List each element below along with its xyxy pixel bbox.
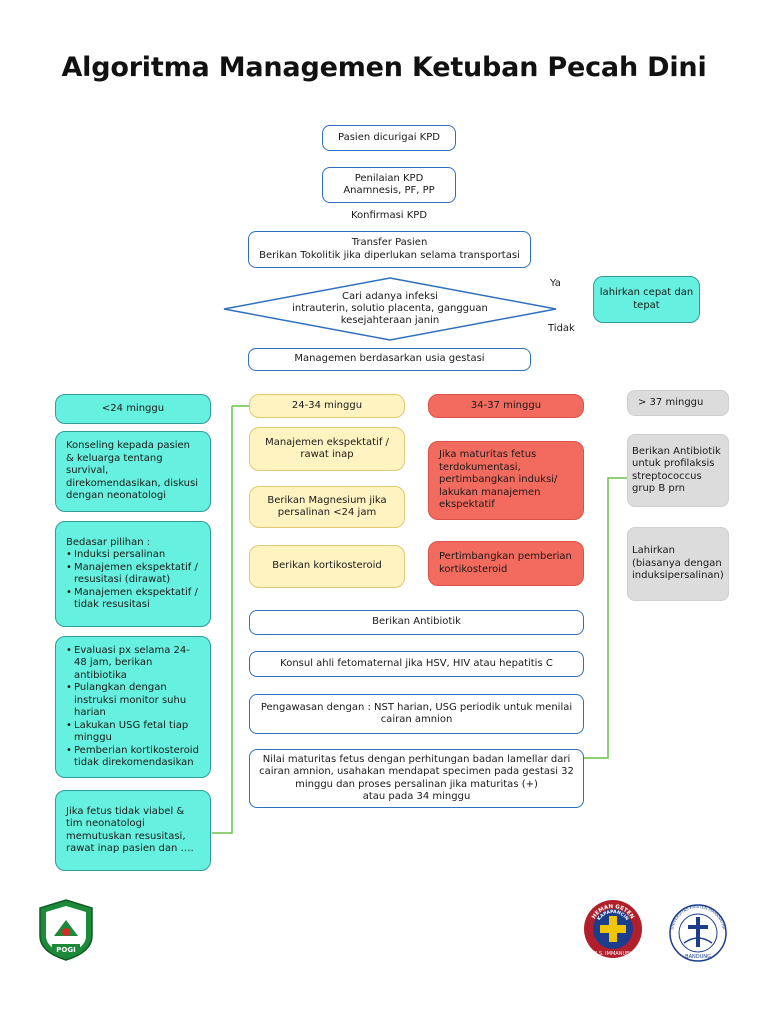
decision-line: intrauterin, solutio placenta, gangguan bbox=[292, 303, 488, 314]
decision-text: Cari adanya infeksi intrauterin, solutio… bbox=[262, 286, 518, 332]
node-text: Konsul ahli fetomaternal jika HSV, HIV a… bbox=[280, 657, 553, 669]
node-evaluasi: Evaluasi px selama 24-48 jam, berikan an… bbox=[55, 636, 211, 778]
diamond-shape bbox=[223, 277, 557, 341]
node-text: Berikan Antibiotik bbox=[372, 616, 461, 628]
list-item: Induksi persalinan bbox=[66, 549, 200, 562]
node-text: Pasien dicurigai KPD bbox=[338, 131, 440, 143]
header-text: 24-34 minggu bbox=[291, 399, 363, 411]
pogi-text: POGI bbox=[56, 946, 75, 954]
header-34-37: 34-37 minggu bbox=[428, 394, 584, 418]
connector-gt37 bbox=[584, 477, 627, 759]
label-ya: Ya bbox=[550, 278, 561, 289]
node-line: atau pada 34 minggu bbox=[362, 791, 471, 802]
node-berikan-antibiotik: Berikan Antibiotik bbox=[249, 610, 584, 635]
node-pilihan: Bedasar pilihan : Induksi persalinan Man… bbox=[55, 521, 211, 627]
node-text: Penilaian KPD bbox=[354, 172, 424, 184]
header-text: <24 minggu bbox=[101, 402, 165, 414]
node-transfer-pasien: Transfer Pasien Berikan Tokolitik jika d… bbox=[248, 231, 531, 268]
node-line: cairan amnion, usahakan mendapat specime… bbox=[259, 766, 574, 777]
node-line: minggu dan proses persalinan jika maturi… bbox=[295, 778, 538, 790]
node-antibiotik-profilaksis: Berikan Antibiotik untuk profilaksis str… bbox=[627, 434, 729, 507]
list-item: Evaluasi px selama 24-48 jam, berikan an… bbox=[66, 645, 200, 683]
list-item: Manajemen ekspektatif / tidak resusitasi bbox=[66, 587, 200, 612]
node-kortikosteroid: Berikan kortikosteroid bbox=[249, 545, 405, 588]
node-line: Nilai maturitas fetus dengan perhitungan… bbox=[262, 753, 571, 765]
node-text: Pengawasan dengan : NST harian, USG peri… bbox=[260, 701, 573, 726]
pilihan-list: Induksi persalinan Manajemen ekspektatif… bbox=[66, 549, 200, 612]
node-penilaian: Penilaian KPD Anamnesis, PF, PP bbox=[322, 167, 456, 203]
node-text: Jika fetus tidak viabel & tim neonatolog… bbox=[66, 805, 194, 855]
node-lahirkan-induksi: Lahirkan (biasanya dengan induksipersali… bbox=[627, 527, 729, 601]
node-text: Berikan kortikosteroid bbox=[272, 560, 382, 572]
node-nilai-maturitas: Nilai maturitas fetus dengan perhitungan… bbox=[249, 749, 584, 808]
list-item: Pulangkan dengan instruksi monitor suhu … bbox=[66, 682, 200, 720]
header-lt24: <24 minggu bbox=[55, 394, 211, 424]
node-text: Managemen berdasarkan usia gestasi bbox=[294, 353, 485, 365]
node-title: Bedasar pilihan : bbox=[66, 536, 151, 548]
evaluasi-list: Evaluasi px selama 24-48 jam, berikan an… bbox=[66, 645, 200, 770]
node-pertimbangkan-kortikosteroid: Pertimbangkan pemberian kortikosteroid bbox=[428, 541, 584, 586]
node-konsul-fetomaternal: Konsul ahli fetomaternal jika HSV, HIV a… bbox=[249, 651, 584, 677]
node-text: Transfer Pasien bbox=[351, 237, 428, 248]
node-text: Berikan Antibiotik untuk profilaksis str… bbox=[632, 445, 721, 495]
node-text: Jika maturitas fetus terdokumentasi, per… bbox=[439, 449, 558, 511]
node-pengawasan: Pengawasan dengan : NST harian, USG peri… bbox=[249, 694, 584, 734]
header-text: > 37 minggu bbox=[638, 396, 704, 408]
node-text: lahirkan cepat dan tepat bbox=[599, 287, 694, 311]
node-magnesium: Berikan Magnesium jika persalinan <24 ja… bbox=[249, 486, 405, 528]
rs-immanuel-logo: HEMAN GETEN KAPAPANCIN R.S. IMMANUEL bbox=[584, 900, 642, 958]
node-text: Manajemen ekspektatif / rawat inap bbox=[265, 436, 389, 461]
node-konseling: Konseling kepada pasien & keluarga tenta… bbox=[55, 431, 211, 512]
node-managemen-usia: Managemen berdasarkan usia gestasi bbox=[248, 348, 531, 371]
list-item: Manajemen ekspektatif / resusitasi (dira… bbox=[66, 562, 200, 587]
node-viabel: Jika fetus tidak viabel & tim neonatolog… bbox=[55, 790, 211, 871]
header-gt37: > 37 minggu bbox=[627, 390, 729, 416]
pogi-logo: POGI bbox=[39, 899, 93, 961]
maranatha-logo: UNIVERSITAS KRISTEN MARANATHA BANDUNG bbox=[669, 904, 727, 962]
page-title: Algoritma Managemen Ketuban Pecah Dini bbox=[61, 52, 707, 83]
decision-line: Cari adanya infeksi bbox=[342, 291, 438, 302]
heman-bottom-text: R.S. IMMANUEL bbox=[594, 951, 632, 957]
node-text: Pertimbangkan pemberian kortikosteroid bbox=[439, 551, 572, 575]
node-manajemen-ekspektatif: Manajemen ekspektatif / rawat inap bbox=[249, 427, 405, 471]
connector-24-34 bbox=[212, 406, 233, 834]
label-konfirmasi: Konfirmasi KPD bbox=[350, 210, 428, 221]
header-24-34: 24-34 minggu bbox=[249, 394, 405, 418]
list-item: Lakukan USG fetal tiap minggu bbox=[66, 720, 200, 745]
list-item: Pemberian kortikosteroid tidak direkomen… bbox=[66, 745, 200, 770]
node-pasien-dicurigai: Pasien dicurigai KPD bbox=[322, 125, 456, 151]
node-text: Konseling kepada pasien & keluarga tenta… bbox=[66, 440, 199, 502]
node-maturitas-fetus: Jika maturitas fetus terdokumentasi, per… bbox=[428, 441, 584, 520]
node-text: Berikan Tokolitik jika diperlukan selama… bbox=[259, 249, 520, 261]
decision-diamond bbox=[223, 277, 557, 341]
decision-line: kesejahteraan janin bbox=[340, 315, 440, 326]
node-text: Lahirkan (biasanya dengan induksipersali… bbox=[632, 545, 724, 582]
node-lahirkan-cepat: lahirkan cepat dan tepat bbox=[593, 276, 700, 323]
maranatha-city-text: BANDUNG bbox=[685, 954, 711, 960]
node-text: Berikan Magnesium jika persalinan <24 ja… bbox=[267, 494, 387, 519]
node-text: Anamnesis, PF, PP bbox=[343, 185, 435, 196]
label-tidak: Tidak bbox=[548, 323, 575, 334]
header-text: 34-37 minggu bbox=[470, 399, 542, 411]
